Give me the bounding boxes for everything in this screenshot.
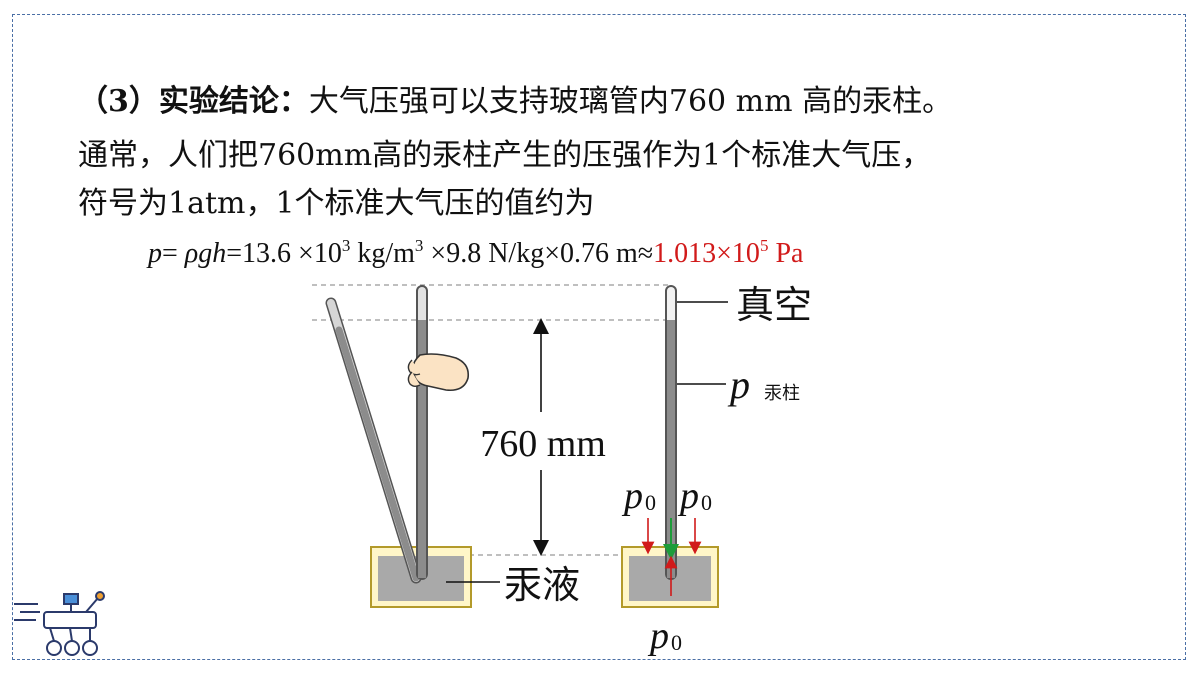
formula-result-exp: 5 bbox=[759, 236, 769, 255]
formula-rhogh: ρgh bbox=[184, 238, 227, 269]
height-label: 760 mm bbox=[480, 423, 606, 465]
vacuum-label: 真空 bbox=[736, 283, 812, 327]
formula-density: =13.6 ×10 bbox=[226, 238, 342, 269]
formula-density-unit: kg/m bbox=[350, 238, 415, 269]
slide-frame bbox=[12, 14, 1186, 660]
conclusion-heading: （3）实验结论： bbox=[78, 84, 309, 119]
p0-left-subscript: 0 bbox=[645, 490, 656, 515]
conclusion-line-2: 通常，人们把760mm高的汞柱产生的压强作为1个标准大气压， bbox=[78, 138, 932, 173]
tilted-tube bbox=[325, 297, 422, 584]
vertical-tube-left bbox=[416, 285, 428, 580]
pressure-formula: p= ρgh=13.6 ×103 kg/m3 ×9.8 N/kg×0.76 m≈… bbox=[148, 234, 803, 274]
formula-exp-2: 3 bbox=[414, 236, 424, 255]
conclusion-text: 大气压强可以支持玻璃管内760 mm 高的汞柱。 bbox=[308, 84, 953, 119]
formula-eq: = bbox=[162, 238, 185, 269]
formula-p: p bbox=[148, 238, 162, 269]
p-mercury-symbol: p bbox=[727, 362, 750, 407]
formula-g-h: ×9.8 N/kg×0.76 m≈ bbox=[423, 238, 654, 269]
p0-bottom-subscript: 0 bbox=[671, 630, 682, 655]
formula-result: 1.013×105 Pa bbox=[653, 236, 804, 269]
p0-right-symbol: p bbox=[677, 475, 699, 517]
formula-result-mantissa: 1.013×10 bbox=[653, 238, 760, 269]
p-mercury-subscript: 汞柱 bbox=[764, 383, 800, 404]
formula-exp-1: 3 bbox=[341, 236, 351, 255]
formula-result-unit: Pa bbox=[768, 238, 804, 269]
conclusion-line-1: （3）实验结论：大气压强可以支持玻璃管内760 mm 高的汞柱。 bbox=[78, 82, 952, 122]
conclusion-line-3: 符号为1atm，1个标准大气压的值约为 bbox=[78, 186, 595, 221]
mercury-liquid-label: 汞液 bbox=[504, 563, 580, 607]
hand-icon bbox=[407, 353, 470, 392]
p0-left-symbol: p bbox=[621, 475, 643, 517]
p0-bottom-symbol: p bbox=[647, 615, 669, 657]
vertical-tube-right bbox=[665, 285, 677, 580]
rover-logo-icon bbox=[14, 591, 105, 656]
p0-right-subscript: 0 bbox=[701, 490, 712, 515]
